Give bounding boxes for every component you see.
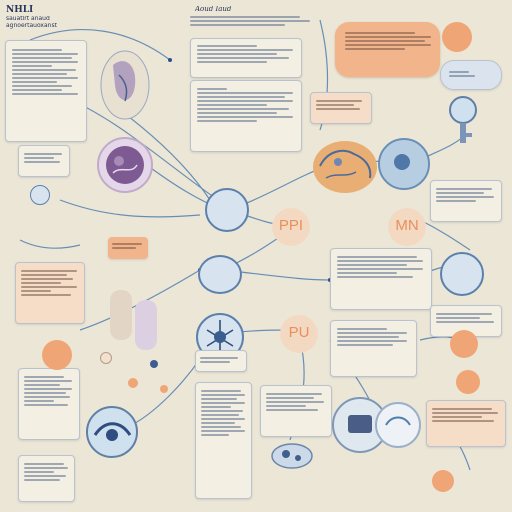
node-dot	[100, 352, 112, 364]
orange-node	[432, 470, 454, 492]
anatomy-figure	[100, 50, 150, 120]
info-panel-left-orange	[15, 262, 85, 324]
callout-small-orange	[108, 237, 148, 259]
info-panel-bottom-right	[260, 385, 332, 437]
specimen-vial	[135, 300, 157, 350]
info-panel-far-right-orange	[426, 400, 506, 447]
lens-node-core	[394, 154, 410, 170]
scanner-device	[332, 397, 421, 453]
info-panel-left-mid	[18, 145, 70, 177]
brain-info-card	[310, 92, 372, 124]
node-dot	[128, 378, 138, 388]
center-node-mid	[198, 255, 242, 294]
info-panel-far-right-2	[430, 305, 502, 337]
connector-line	[19, 239, 81, 249]
orange-node	[42, 340, 72, 370]
node-dot	[150, 360, 158, 368]
ppi-node	[272, 208, 310, 246]
info-panel-left-top	[5, 40, 87, 142]
brain-icon	[313, 141, 377, 193]
ppi-label: PPI	[278, 217, 304, 234]
microscope-cell-icon	[271, 443, 313, 469]
info-panel-right-mid	[330, 248, 432, 310]
connector-line	[419, 219, 471, 251]
center-node-top	[205, 188, 249, 232]
orange-node	[442, 22, 472, 52]
callout-bubble-top-right	[335, 22, 440, 77]
mn-label: MN	[395, 217, 419, 234]
info-panel-bottom-tag	[195, 350, 247, 372]
orange-node	[450, 330, 478, 358]
info-panel-left-bottom	[18, 368, 80, 440]
pu-label: PU	[288, 324, 310, 341]
cell-illustration	[97, 137, 153, 193]
neuron-icon	[196, 313, 244, 361]
node-dot	[160, 385, 168, 393]
connector-line	[119, 109, 211, 201]
key-icon	[449, 96, 477, 143]
connector-line	[29, 29, 171, 61]
key-badge	[440, 60, 502, 90]
info-panel-center	[190, 80, 302, 152]
eye-lens-icon	[86, 406, 138, 458]
mn-node	[388, 208, 426, 246]
header-text-block	[190, 14, 310, 28]
header-line-1: sauatlrt anaud	[6, 16, 50, 22]
header-line-2: agnoertauoxanst	[6, 23, 57, 29]
orange-node	[456, 370, 480, 394]
page-title: NHLI	[6, 5, 34, 15]
info-panel-top-center	[190, 38, 302, 78]
info-panel-bottom-center	[195, 382, 252, 499]
header-subtitle: Aoud Iaud	[195, 6, 232, 12]
info-panel-left-footer	[18, 455, 75, 502]
connector-line	[79, 269, 201, 331]
small-node	[30, 185, 50, 205]
specimen-vial	[110, 290, 132, 340]
info-panel-right-lower	[330, 320, 417, 377]
pu-node	[280, 315, 318, 353]
right-node	[440, 252, 484, 296]
node-dot	[168, 58, 172, 62]
connector-line	[59, 199, 201, 218]
info-panel-far-right	[430, 180, 502, 222]
